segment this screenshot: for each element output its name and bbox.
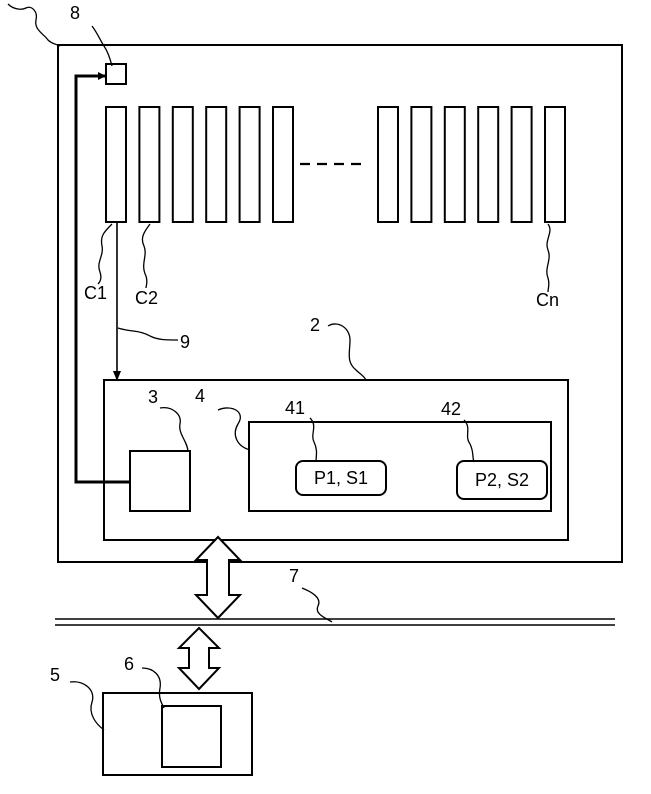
label-cell-last: Cn (536, 290, 559, 310)
label-module: 4 (195, 386, 205, 406)
cell-right-2 (411, 107, 431, 222)
leader-sub-second (464, 420, 474, 462)
label-unit: 3 (148, 387, 158, 407)
label-cell-second: C2 (135, 288, 158, 308)
label-sub-first: 41 (285, 398, 305, 418)
label-device: 8 (70, 3, 80, 23)
cell-right-3 (445, 107, 465, 222)
leader-system (328, 324, 366, 380)
leader-enclosure (8, 4, 60, 46)
module-item-second: P2, S2 (475, 470, 529, 490)
leader-unit (160, 408, 188, 452)
label-sub-second: 42 (441, 399, 461, 419)
unit-box (130, 451, 190, 511)
upper-double-arrow (196, 537, 240, 618)
cell-right-5 (512, 107, 532, 222)
module-item-first: P1, S1 (314, 468, 368, 488)
lower-double-arrow (179, 628, 219, 689)
label-system: 2 (310, 315, 320, 335)
cell-right-6 (545, 107, 565, 222)
cell-left-6 (273, 107, 293, 222)
leader-bus (302, 588, 332, 622)
cell-left-4 (206, 107, 226, 222)
label-cell-first: C1 (84, 283, 107, 303)
leader-cell-last (547, 224, 550, 292)
leader-sub-first (310, 418, 317, 462)
leader-cell-second (142, 224, 150, 288)
leader-module (218, 408, 250, 450)
cell-right-4 (478, 107, 498, 222)
leader-terminal-inner (142, 668, 164, 708)
cell-left-5 (240, 107, 260, 222)
module-box (249, 422, 551, 511)
cell-left-2 (139, 107, 159, 222)
device-link-arrowhead (98, 72, 106, 80)
label-bus: 7 (289, 566, 299, 586)
leader-cell-first (98, 224, 112, 284)
leader-terminal (70, 682, 104, 730)
label-link: 9 (180, 332, 190, 352)
leader-link (118, 328, 178, 340)
cell-right-1 (378, 107, 398, 222)
cell-left-1 (106, 107, 126, 222)
label-terminal: 5 (50, 665, 60, 685)
terminal-inner-box (162, 706, 221, 767)
device-square (106, 64, 126, 84)
cell-left-3 (173, 107, 193, 222)
label-terminal-inner: 6 (124, 654, 134, 674)
